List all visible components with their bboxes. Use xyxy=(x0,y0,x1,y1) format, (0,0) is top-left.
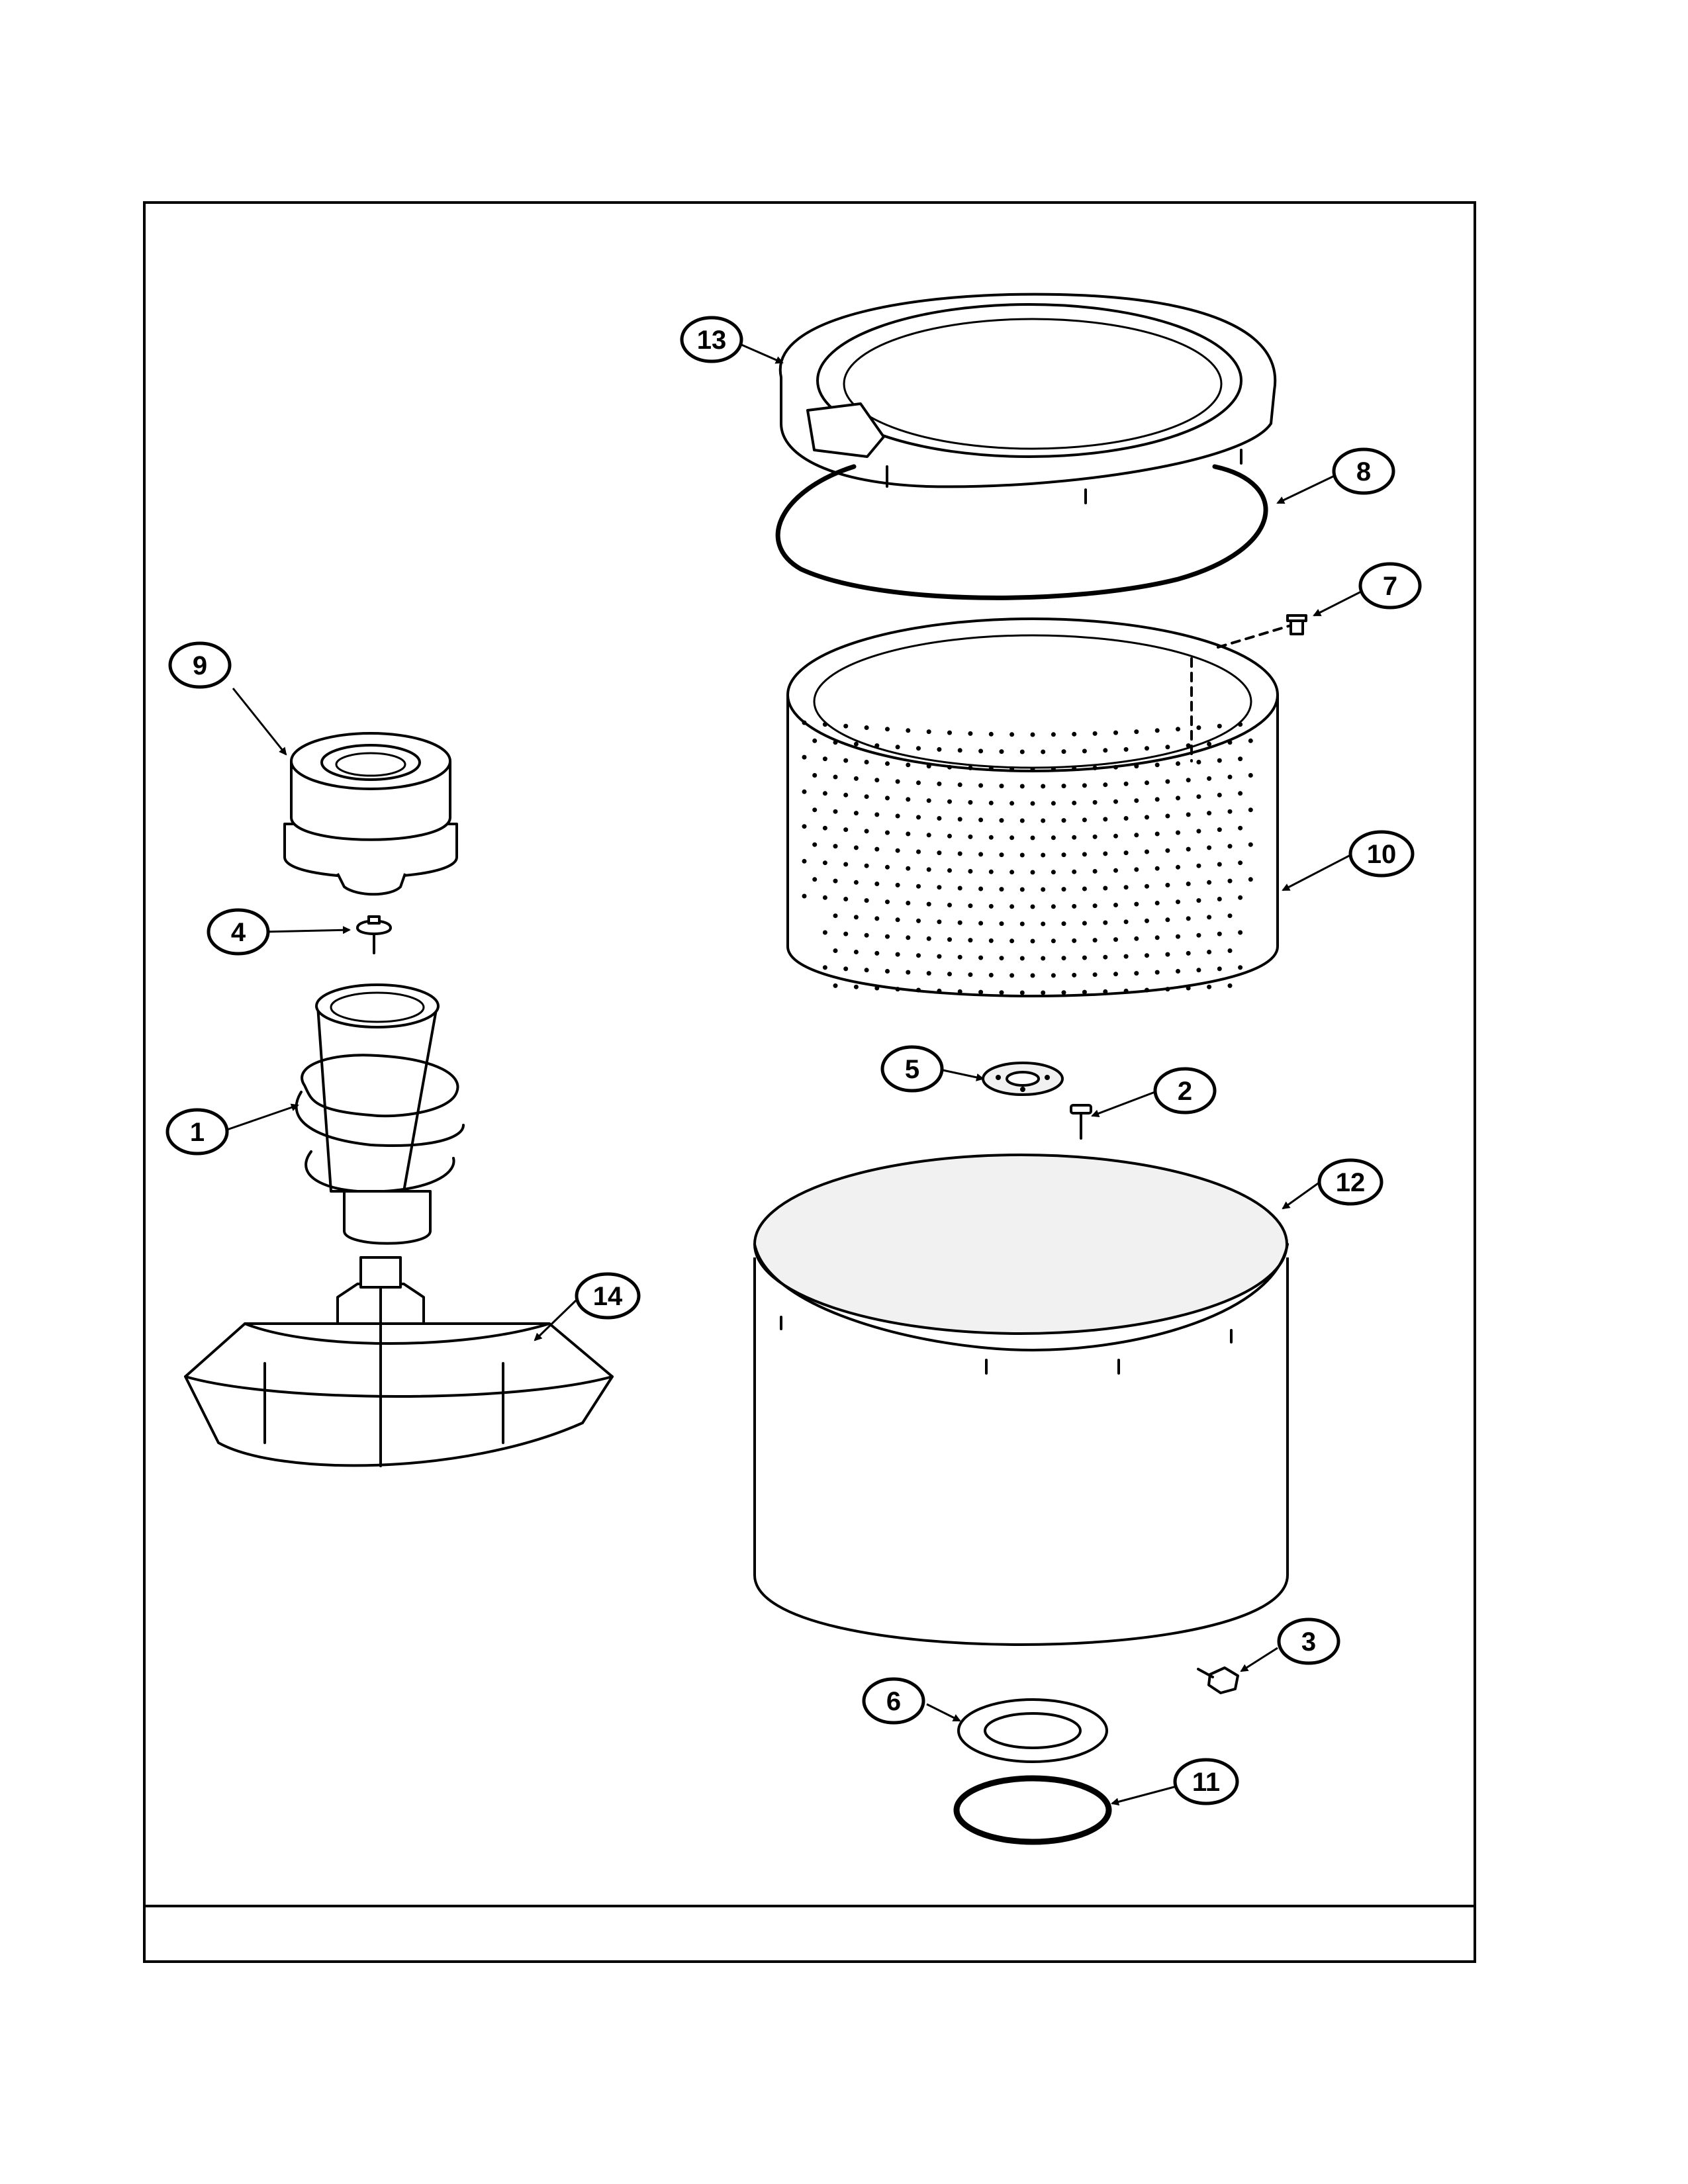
callout-8-label: 8 xyxy=(1356,457,1371,486)
callout-3-label: 3 xyxy=(1301,1627,1316,1657)
callout-9: 9 xyxy=(168,641,232,689)
callout-5: 5 xyxy=(880,1045,944,1093)
callout-11-label: 11 xyxy=(1192,1768,1220,1797)
diagram-frame xyxy=(143,201,1476,1963)
callout-14-label: 14 xyxy=(593,1282,623,1311)
callout-2: 2 xyxy=(1153,1067,1217,1115)
callout-2-label: 2 xyxy=(1178,1077,1192,1106)
callout-5-label: 5 xyxy=(905,1055,919,1084)
callout-6: 6 xyxy=(862,1677,925,1725)
callout-11: 11 xyxy=(1173,1758,1239,1805)
o-ring-part xyxy=(953,1775,1112,1845)
callout-4-label: 4 xyxy=(231,918,246,947)
callout-10: 10 xyxy=(1348,830,1415,878)
screw-2-part xyxy=(1070,1104,1092,1140)
callout-4: 4 xyxy=(207,908,270,956)
callout-1-label: 1 xyxy=(190,1118,205,1147)
callout-10-label: 10 xyxy=(1367,840,1397,869)
callout-14: 14 xyxy=(575,1272,641,1320)
callout-1: 1 xyxy=(165,1108,229,1156)
basket-perforations xyxy=(802,720,1253,995)
callout-13: 13 xyxy=(680,316,743,363)
tub-ring-part xyxy=(778,293,1277,504)
callout-9-label: 9 xyxy=(193,651,207,680)
agitator-base-part xyxy=(184,1256,614,1467)
spin-basket-part xyxy=(786,617,1279,997)
cap-part xyxy=(283,732,458,896)
flange-washer-part xyxy=(982,1062,1064,1096)
callout-7-label: 7 xyxy=(1383,572,1397,601)
callout-12: 12 xyxy=(1317,1158,1383,1206)
outer-tub-part xyxy=(753,1154,1289,1646)
seal-ring-part xyxy=(775,464,1268,600)
fastener-4-part xyxy=(356,915,392,954)
callout-8: 8 xyxy=(1332,447,1395,495)
callout-6-label: 6 xyxy=(886,1687,901,1716)
callout-13-label: 13 xyxy=(697,326,727,355)
flat-washer-part xyxy=(957,1698,1108,1763)
leader-lines xyxy=(224,343,1367,1806)
screw-7-part xyxy=(1217,614,1307,649)
callout-3: 3 xyxy=(1277,1617,1340,1665)
callout-7: 7 xyxy=(1358,562,1422,610)
auger-part xyxy=(295,983,465,1245)
callout-12-label: 12 xyxy=(1336,1168,1366,1197)
bolt-3-part xyxy=(1197,1666,1239,1694)
